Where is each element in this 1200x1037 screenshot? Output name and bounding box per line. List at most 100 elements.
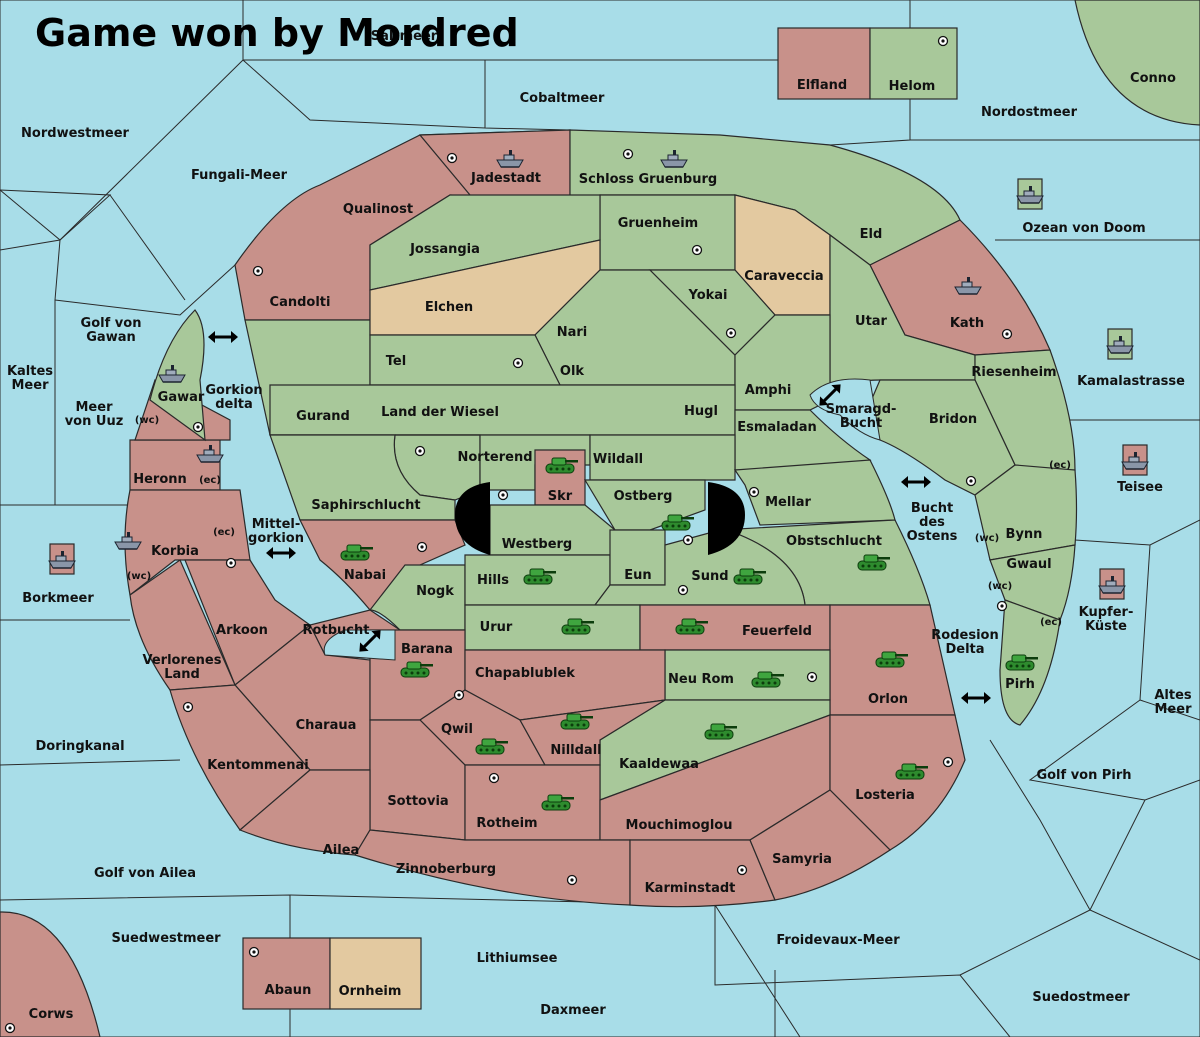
- sea-label: Nordostmeer: [981, 105, 1078, 120]
- province-label: Chapablublek: [475, 666, 575, 681]
- province-label: Feuerfeld: [742, 624, 812, 639]
- sea-label: Kamalastrasse: [1077, 374, 1185, 389]
- province-label: Wildall: [593, 452, 643, 467]
- sea-label: Lithiumsee: [477, 951, 558, 966]
- sea-label: Kupfer-: [1079, 605, 1134, 620]
- coast-label: (ec): [199, 475, 221, 486]
- province-label: Arkoon: [216, 623, 268, 638]
- province-label: Westberg: [502, 537, 572, 552]
- province-label: Qwil: [441, 722, 473, 737]
- province-label: Ostberg: [614, 489, 673, 504]
- label-hidden-sea: Saltmeer: [371, 29, 438, 44]
- sea-label: Daxmeer: [540, 1003, 606, 1018]
- coast-label: (wc): [135, 415, 159, 426]
- sea-label: Delta: [945, 642, 984, 657]
- sea-labels: Nordwestmeer Fungali-Meer Cobaltmeer Nor…: [7, 71, 1192, 1022]
- province-label: Heronn: [133, 472, 187, 487]
- sea-label: Kaltes: [7, 364, 53, 379]
- coast-label: (wc): [988, 581, 1012, 592]
- province-label: Kentommenai: [207, 758, 308, 773]
- province-label: Ailea: [323, 843, 360, 858]
- sea-label: Golf von: [81, 316, 142, 331]
- page-title: Game won by Mordred: [35, 11, 519, 55]
- sea-label: Rotbucht: [303, 623, 370, 638]
- conno-land[interactable]: [1074, 0, 1200, 126]
- province-label: Saphirschlucht: [311, 498, 420, 513]
- province-label: Gurand: [296, 409, 350, 424]
- province-label: Zinnoberburg: [396, 862, 496, 877]
- coast-label: (wc): [127, 571, 151, 582]
- sea-label: Golf von Pirh: [1036, 768, 1131, 783]
- sea-label: Cobaltmeer: [520, 91, 605, 106]
- sea-label: Altes: [1154, 688, 1192, 703]
- province-label: Riesenheim: [971, 365, 1056, 380]
- province-label: Neu Rom: [668, 672, 734, 687]
- province-label: Mouchimoglou: [626, 818, 733, 833]
- province-label: Kath: [950, 316, 984, 331]
- province-label: Pirh: [1005, 677, 1035, 692]
- province-label: Utar: [855, 314, 888, 329]
- coast-labels: (wc) (ec) (ec) (wc) (ec) (wc) (wc) (ec): [127, 415, 1071, 628]
- sea-label: Gorkion: [205, 383, 262, 398]
- legend-elfland-label: Elfland: [797, 78, 847, 93]
- coast-label: (ec): [213, 527, 235, 538]
- province-label: Nari: [557, 325, 588, 340]
- province-labels: Jadestadt Schloss Gruenburg Qualinost Gr…: [133, 171, 1056, 896]
- coast-label: (wc): [975, 533, 999, 544]
- sea-label: Bucht: [911, 501, 953, 516]
- province-label: Schloss Gruenburg: [579, 172, 717, 187]
- province-label: Barana: [401, 642, 453, 657]
- sea-label: Borkmeer: [22, 591, 94, 606]
- sea-label: Mittel-: [252, 517, 301, 532]
- province-label: Urur: [480, 620, 513, 635]
- province-label: Esmaladan: [737, 420, 817, 435]
- province-label: Olk: [560, 364, 585, 379]
- sea-label: Ostens: [907, 529, 958, 544]
- province-label: Korbia: [151, 544, 199, 559]
- province-label: Hugl: [684, 404, 718, 419]
- sea-label: Suedwestmeer: [111, 931, 221, 946]
- legend-ornheim-label: Ornheim: [339, 984, 402, 999]
- province-label: Nogk: [416, 584, 454, 599]
- sea-label: von Uuz: [65, 414, 124, 429]
- province-label: Caraveccia: [744, 269, 823, 284]
- province-label: Bridon: [929, 412, 977, 427]
- province-label: Charaua: [296, 718, 357, 733]
- province-label: Nabai: [344, 568, 386, 583]
- sea-label: Froidevaux-Meer: [776, 933, 900, 948]
- province-label: Amphi: [745, 383, 792, 398]
- province-label: Qualinost: [343, 202, 413, 217]
- sea-label: Teisee: [1117, 480, 1163, 495]
- sea-label: Meer: [76, 400, 114, 415]
- province-label: Sund: [691, 569, 728, 584]
- sea-label: Bucht: [840, 416, 882, 431]
- province-label: Skr: [548, 489, 573, 504]
- province-label: Sottovia: [387, 794, 448, 809]
- province-label: Eld: [860, 227, 883, 242]
- continent: [124, 129, 1078, 908]
- province-label: Tel: [386, 354, 406, 369]
- province-label: Elchen: [425, 300, 473, 315]
- province-label: Bynn: [1006, 527, 1043, 542]
- sea-label: Rodesion: [931, 628, 998, 643]
- sea-label: Smaragd-: [826, 402, 897, 417]
- province-label: Samyria: [772, 852, 832, 867]
- sea-label: Conno: [1130, 71, 1176, 86]
- province-label: Mellar: [765, 495, 811, 510]
- sea-label: des: [919, 515, 945, 530]
- province-label: Losteria: [855, 788, 915, 803]
- province-label: Jossangia: [409, 242, 480, 257]
- province-label: Land: [164, 667, 200, 682]
- sea-label: Ozean von Doom: [1022, 221, 1145, 236]
- sea-label: gorkion: [248, 531, 304, 546]
- sea-label: delta: [215, 397, 253, 412]
- province-label: Orlon: [868, 692, 908, 707]
- province-label: Gawar: [158, 390, 205, 405]
- province-label: Norterend: [457, 450, 532, 465]
- sea-label: Gawan: [86, 330, 135, 345]
- legend-ornheim: [329, 937, 422, 1010]
- province-label: Hills: [477, 573, 509, 588]
- sea-label: Meer: [1155, 702, 1193, 717]
- sea-label: Corws: [29, 1007, 74, 1022]
